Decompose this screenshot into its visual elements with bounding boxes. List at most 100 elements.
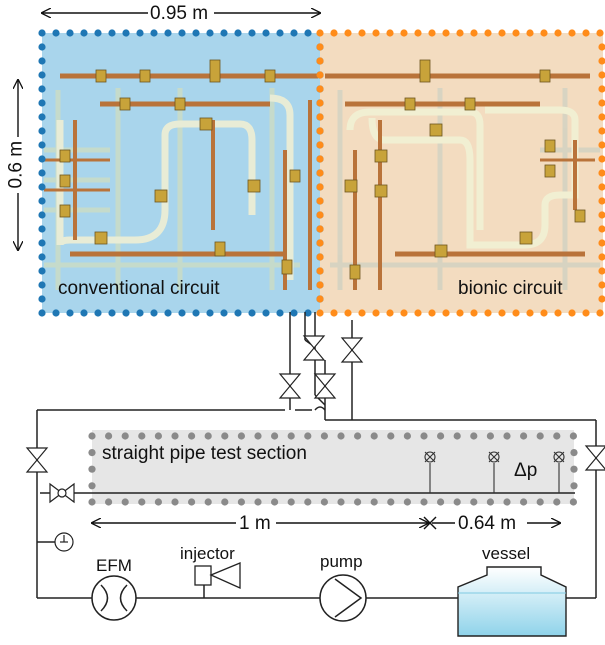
border-dot xyxy=(400,309,407,316)
valve-icon[interactable] xyxy=(586,446,605,470)
border-dot xyxy=(290,29,297,36)
border-dot xyxy=(537,498,544,505)
efm-label: EFM xyxy=(96,557,132,574)
valve-icon[interactable] xyxy=(50,484,74,502)
border-dot xyxy=(404,432,411,439)
border-dot xyxy=(386,309,393,316)
border-dot xyxy=(570,432,577,439)
border-dot xyxy=(512,29,519,36)
border-dot xyxy=(38,29,45,36)
border-dot xyxy=(316,309,323,316)
border-dot xyxy=(238,498,245,505)
valve-icon[interactable] xyxy=(315,374,335,398)
border-dot xyxy=(316,127,323,134)
border-dot xyxy=(220,309,227,316)
border-dot xyxy=(122,432,129,439)
valve-icon[interactable] xyxy=(304,336,324,360)
border-dot xyxy=(94,309,101,316)
border-dot xyxy=(38,197,45,204)
border-dot xyxy=(354,498,361,505)
border-dot xyxy=(442,309,449,316)
border-dot xyxy=(442,29,449,36)
border-dot xyxy=(344,309,351,316)
valve-icon[interactable] xyxy=(280,374,300,398)
valve-icon[interactable] xyxy=(342,338,362,362)
border-dot xyxy=(316,183,323,190)
border-dot xyxy=(554,29,561,36)
border-dot xyxy=(66,29,73,36)
border-dot xyxy=(188,432,195,439)
bionic-circuit-label: bionic circuit xyxy=(458,279,563,298)
vessel-label: vessel xyxy=(482,545,530,562)
border-dot xyxy=(316,141,323,148)
border-dot xyxy=(288,432,295,439)
border-dot xyxy=(387,498,394,505)
border-dot xyxy=(316,281,323,288)
border-dot xyxy=(38,127,45,134)
border-dot xyxy=(276,29,283,36)
border-dot xyxy=(470,432,477,439)
border-dot xyxy=(487,498,494,505)
border-dot xyxy=(337,498,344,505)
border-dot xyxy=(371,432,378,439)
border-dot xyxy=(80,309,87,316)
border-dot xyxy=(456,309,463,316)
pump-icon xyxy=(320,575,366,621)
border-dot xyxy=(178,309,185,316)
test-length-label: 1 m xyxy=(239,514,271,533)
border-dot xyxy=(553,432,560,439)
border-dot xyxy=(512,309,519,316)
border-dot xyxy=(88,482,95,489)
border-dot xyxy=(520,432,527,439)
conventional-circuit-label: conventional circuit xyxy=(58,279,220,298)
circuit-height-label: 0.6 m xyxy=(7,145,26,189)
border-dot xyxy=(38,71,45,78)
border-dot xyxy=(498,309,505,316)
border-dot xyxy=(234,29,241,36)
border-dot xyxy=(164,309,171,316)
border-dot xyxy=(38,225,45,232)
valve-icon[interactable] xyxy=(27,448,47,472)
border-dot xyxy=(330,29,337,36)
border-dot xyxy=(354,432,361,439)
border-dot xyxy=(234,309,241,316)
border-dot xyxy=(38,267,45,274)
border-dot xyxy=(337,432,344,439)
border-dot xyxy=(108,29,115,36)
border-dot xyxy=(570,498,577,505)
border-dot xyxy=(52,309,59,316)
border-dot xyxy=(330,309,337,316)
border-dot xyxy=(262,309,269,316)
circuit-width-label: 0.95 m xyxy=(150,4,208,23)
border-dot xyxy=(88,449,95,456)
border-dot xyxy=(321,498,328,505)
border-dot xyxy=(371,498,378,505)
border-dot xyxy=(470,29,477,36)
border-dot xyxy=(38,169,45,176)
border-dot xyxy=(150,309,157,316)
border-dot xyxy=(248,29,255,36)
border-dot xyxy=(316,155,323,162)
injector-label: injector xyxy=(180,545,235,562)
border-dot xyxy=(221,498,228,505)
border-dot xyxy=(316,197,323,204)
border-dot xyxy=(520,498,527,505)
border-dot xyxy=(254,498,261,505)
border-dot xyxy=(164,29,171,36)
border-dot xyxy=(171,432,178,439)
border-dot xyxy=(238,432,245,439)
border-dot xyxy=(155,498,162,505)
border-dot xyxy=(122,498,129,505)
border-dot xyxy=(568,29,575,36)
border-dot xyxy=(316,29,323,36)
border-dot xyxy=(38,141,45,148)
border-dot xyxy=(38,281,45,288)
border-dot xyxy=(271,432,278,439)
border-dot xyxy=(420,498,427,505)
border-dot xyxy=(138,498,145,505)
border-dot xyxy=(38,253,45,260)
border-dot xyxy=(192,309,199,316)
border-dot xyxy=(386,29,393,36)
border-dot xyxy=(400,29,407,36)
border-dot xyxy=(178,29,185,36)
